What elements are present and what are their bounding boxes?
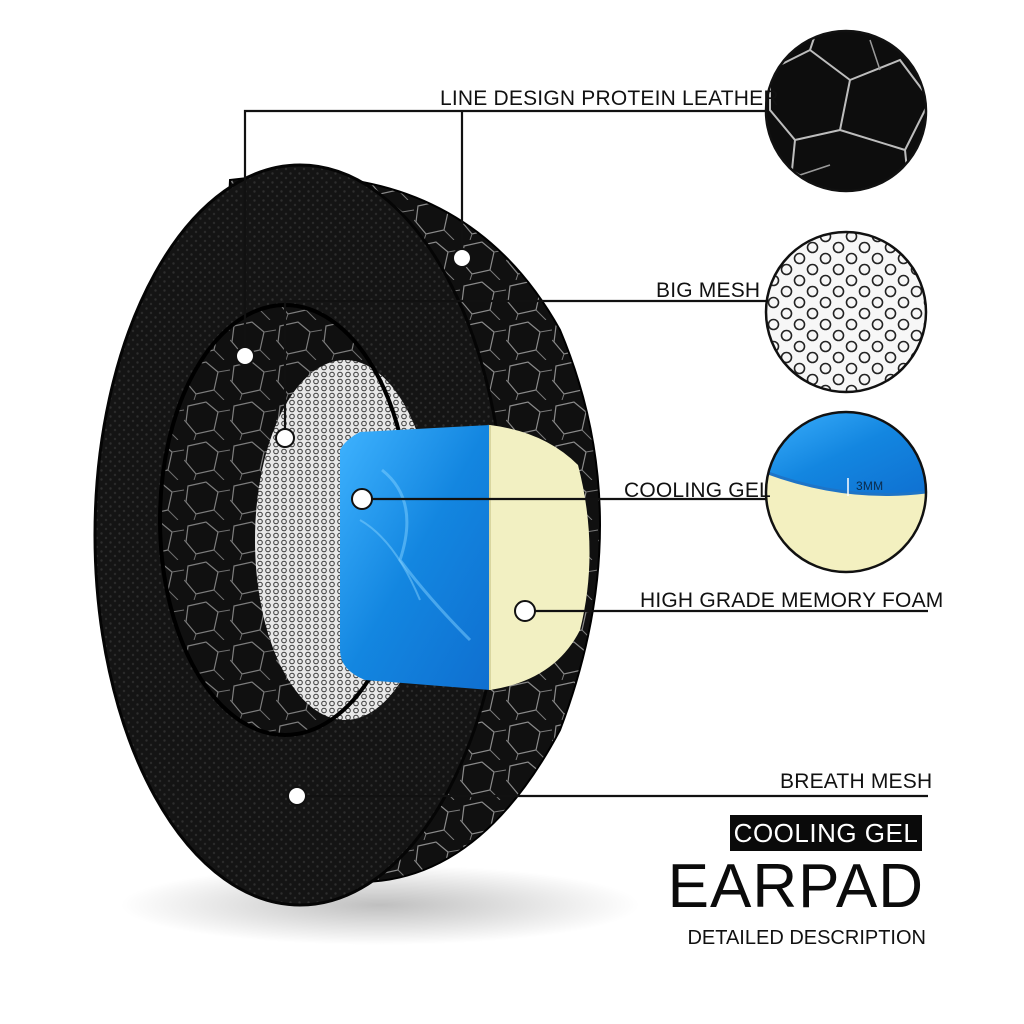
dot-leather-side bbox=[452, 248, 472, 268]
detail-big-mesh-closeup bbox=[764, 230, 928, 394]
detail-leather-closeup bbox=[764, 29, 928, 193]
label-big-mesh: BIG MESH bbox=[656, 279, 761, 302]
memory-foam-layer bbox=[490, 425, 590, 690]
gel-thickness-label: 3MM bbox=[856, 479, 884, 493]
product-title: EARPAD bbox=[667, 852, 924, 921]
callout-lines bbox=[243, 109, 928, 798]
label-breath-mesh: BREATH MESH bbox=[780, 770, 933, 793]
detail-gel-closeup bbox=[764, 410, 928, 574]
dot-cooling-gel bbox=[351, 488, 373, 510]
label-cooling-gel: COOLING GEL bbox=[624, 479, 771, 502]
dot-memory-foam bbox=[514, 600, 536, 622]
label-leather: LINE DESIGN PROTEIN LEATHER bbox=[440, 87, 779, 110]
label-memory-foam: HIGH GRADE MEMORY FOAM bbox=[640, 589, 944, 612]
dot-big-mesh bbox=[275, 428, 295, 448]
cooling-gel-layer bbox=[340, 425, 490, 690]
product-subtitle: DETAILED DESCRIPTION bbox=[687, 927, 926, 949]
dot-breath-mesh bbox=[287, 786, 307, 806]
product-badge: COOLING GEL bbox=[730, 815, 922, 851]
dot-leather-inner bbox=[235, 346, 255, 366]
